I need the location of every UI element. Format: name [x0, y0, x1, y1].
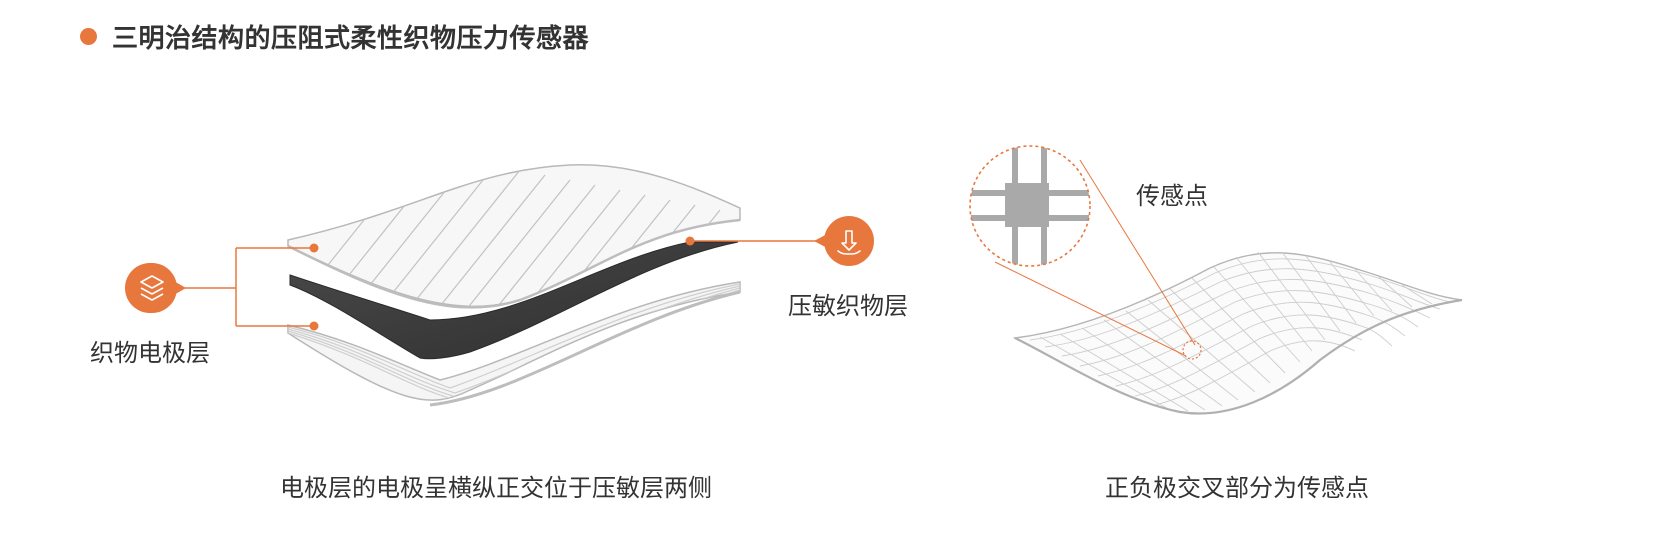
grid-intersection-icon [969, 145, 1091, 267]
electrode-top-marker [309, 243, 319, 253]
press-down-icon [814, 216, 874, 266]
pressure-callout [685, 236, 820, 246]
sensor-point-callout [994, 159, 1202, 360]
mesh-sheet [1012, 251, 1463, 415]
page-title: 三明治结构的压阻式柔性织物压力传感器 [112, 24, 590, 54]
left-caption: 电极层的电极呈横纵正交位于压敏层两侧 [280, 474, 712, 502]
pressure-layer-label: 压敏织物层 [788, 292, 908, 320]
pressure-sensitive-layer [289, 241, 739, 360]
layers-icon [125, 263, 186, 313]
electrode-callout [180, 247, 314, 327]
section-header: 三明治结构的压阻式柔性织物压力传感器 [80, 18, 589, 55]
electrode-bottom-marker [309, 321, 319, 331]
sensor-point-label: 传感点 [1136, 182, 1208, 210]
right-caption: 正负极交叉部分为传感点 [1105, 474, 1369, 502]
bullet-dot [80, 28, 97, 45]
electrode-layer-label: 织物电极层 [90, 339, 210, 367]
